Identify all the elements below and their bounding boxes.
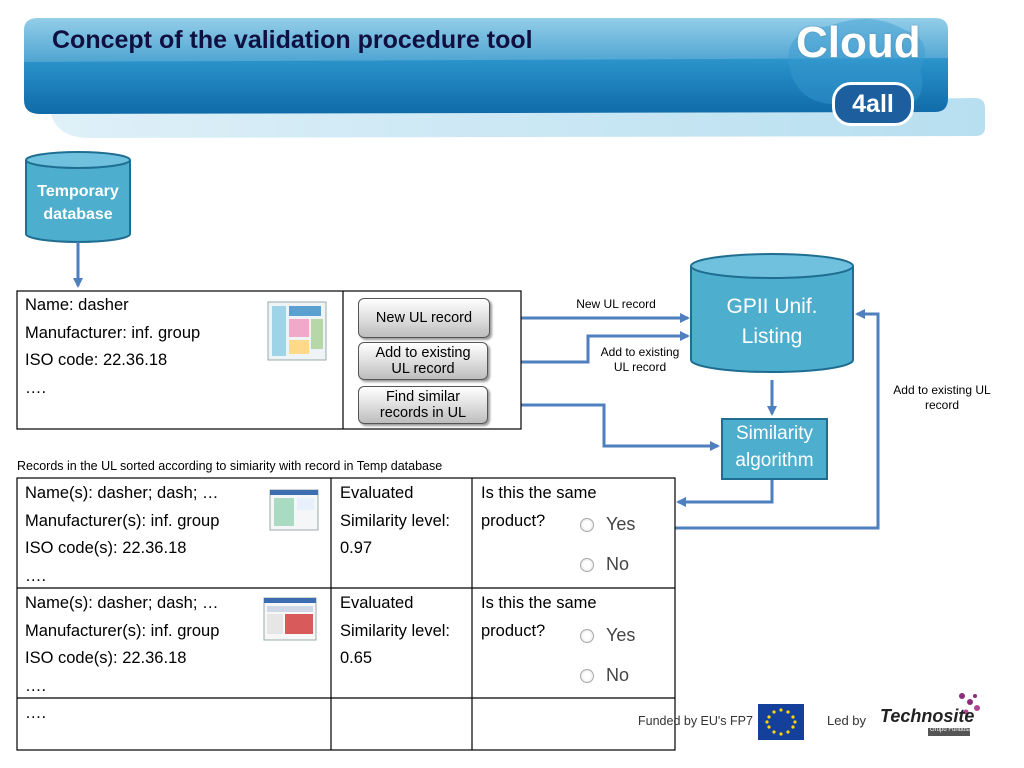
result-row-1-details: Name(s): dasher; dash; …Manufacturer(s):… — [25, 484, 220, 585]
label-new-ul-record: New UL record — [576, 297, 656, 311]
arrow-find-similar — [489, 403, 720, 451]
record-manufacturer: Manufacturer: inf. group — [25, 323, 201, 342]
radio-yes-row2[interactable]: Yes — [580, 625, 635, 646]
screenshot-thumbnail-row2 — [263, 597, 317, 641]
radio-circle-icon — [580, 669, 594, 684]
radio-no-row1[interactable]: No — [580, 554, 629, 575]
gpii-listing-cylinder — [690, 253, 854, 373]
radio-circle-icon — [580, 518, 594, 533]
grupo-fundosa-text: Grupo Fundosa — [930, 727, 972, 733]
new-ul-record-button[interactable]: New UL record — [358, 298, 490, 338]
similarity-score: 0.65 — [340, 649, 373, 667]
record-name: Name: dasher — [25, 296, 129, 314]
arrow-add-existing — [489, 331, 690, 364]
radio-circle-icon — [580, 558, 594, 573]
record-more: …. — [25, 378, 47, 397]
temporary-database-cylinder — [25, 151, 131, 243]
cloud-logo-text: Cloud — [796, 18, 921, 67]
record-iso-code: ISO code: 22.36.18 — [25, 351, 168, 369]
led-by-label: Led by — [827, 713, 867, 728]
record-details: Name: dasher Manufacturer: inf. group IS… — [25, 292, 200, 402]
radio-yes-row1[interactable]: Yes — [580, 514, 635, 535]
result-row-2-details: Name(s): dasher; dash; …Manufacturer(s):… — [25, 594, 220, 695]
similarity-score: 0.97 — [340, 539, 373, 557]
arrow-similarity-to-results — [676, 478, 774, 507]
radio-circle-icon — [580, 629, 594, 644]
gpii-listing-label: GPII Unif.Listing — [726, 295, 818, 348]
4all-logo-badge: 4all — [832, 82, 914, 126]
radio-no-row2[interactable]: No — [580, 665, 629, 686]
screenshot-thumbnail-record — [267, 301, 327, 361]
results-table — [16, 477, 676, 751]
results-caption: Records in the UL sorted according to si… — [17, 459, 443, 473]
header-banner — [24, 18, 985, 138]
funded-by-label: Funded by EU's FP7 — [638, 714, 753, 728]
result-row-3-more: …. — [25, 704, 47, 722]
eu-flag-icon — [758, 704, 804, 740]
arrow-yes-to-gpii — [636, 309, 880, 530]
technosite-logo-text: Technosite — [880, 706, 975, 726]
technosite-logo-icon — [928, 693, 980, 736]
screenshot-thumbnail-row1 — [269, 489, 319, 531]
page-title: Concept of the validation procedure tool — [52, 26, 533, 54]
